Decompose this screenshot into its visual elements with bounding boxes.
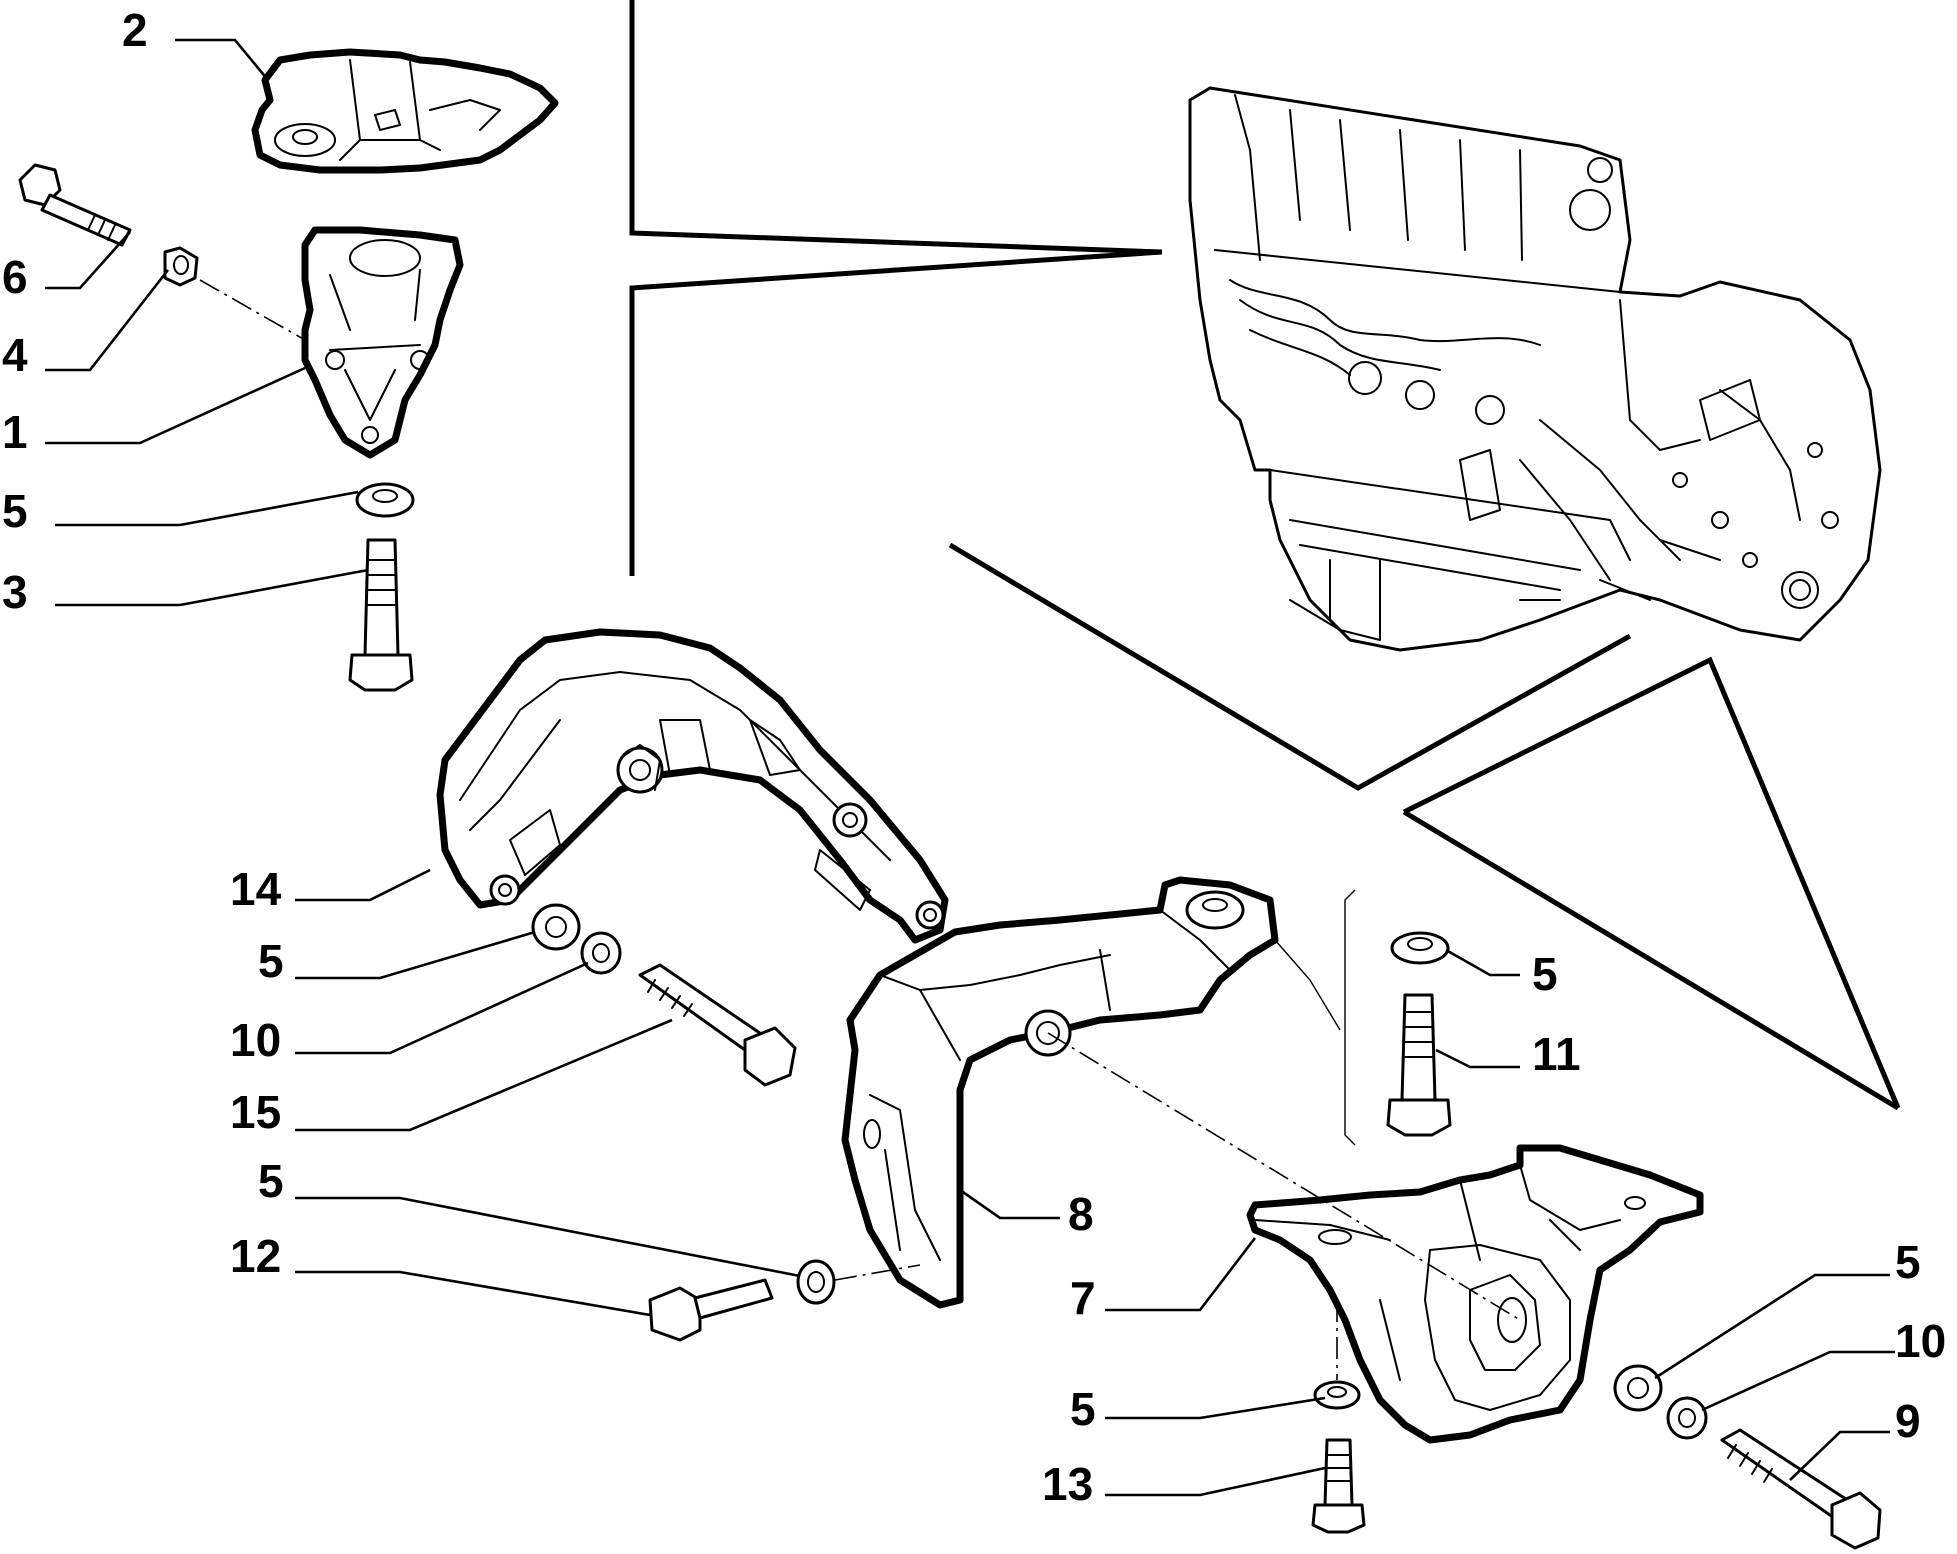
part-5-washer-left — [531, 903, 581, 951]
callout-5-bottom: 5 — [1070, 1383, 1096, 1435]
part-10-washer-left — [580, 931, 622, 975]
callout-4: 4 — [2, 329, 28, 381]
callout-2: 2 — [122, 4, 148, 56]
part-3-bolt — [348, 538, 414, 692]
callout-5-mid: 5 — [258, 1155, 284, 1207]
callout-14: 14 — [230, 863, 282, 915]
callout-7: 7 — [1070, 1272, 1096, 1324]
part-7-engine-mount — [1246, 1144, 1704, 1444]
part-1-bracket — [301, 226, 464, 459]
part-9-bolt — [1720, 1428, 1882, 1550]
engine-gearbox-assembly — [1188, 86, 1882, 652]
part-8-support-arm — [841, 876, 1279, 1309]
callout-3: 3 — [2, 566, 28, 618]
part-2-cover-plate — [251, 48, 559, 174]
part-13-bolt — [1311, 1438, 1366, 1534]
callout-10-left: 10 — [230, 1014, 281, 1066]
callout-labels: 2 6 4 1 5 3 14 5 10 15 5 12 8 7 5 13 5 1… — [2, 4, 1946, 1510]
callout-15: 15 — [230, 1086, 281, 1138]
callout-12: 12 — [230, 1230, 281, 1282]
part-5-washer-top — [355, 482, 415, 518]
part-11-bolt — [1386, 993, 1452, 1137]
section-dividers — [629, 0, 1901, 1111]
callout-1: 1 — [2, 406, 28, 458]
part-5-washer-mid — [796, 1259, 836, 1305]
part-6-bolt — [18, 163, 132, 247]
callout-13: 13 — [1042, 1458, 1093, 1510]
callout-10-right: 10 — [1895, 1315, 1946, 1367]
part-15-bolt — [638, 963, 797, 1087]
callout-9: 9 — [1895, 1395, 1921, 1447]
part-14-arch-bracket — [436, 628, 949, 944]
leader-lines — [45, 38, 1895, 1497]
callout-5-left: 5 — [258, 935, 284, 987]
assembly-axis-lines — [199, 279, 1521, 1380]
callout-5-right: 5 — [1895, 1236, 1921, 1288]
part-4-nut — [163, 246, 199, 287]
part-5-washer-upper-right — [1390, 931, 1450, 965]
callout-11: 11 — [1532, 1028, 1581, 1080]
callout-5-top: 5 — [2, 485, 28, 537]
callout-8: 8 — [1068, 1188, 1094, 1240]
part-10-washer-right — [1666, 1396, 1708, 1440]
callout-6: 6 — [2, 251, 28, 303]
part-5-washer-right — [1613, 1364, 1663, 1412]
part-12-bolt — [648, 1278, 774, 1342]
callout-5-upper-right: 5 — [1532, 948, 1558, 1000]
part-5-washer-bottom — [1313, 1380, 1361, 1410]
